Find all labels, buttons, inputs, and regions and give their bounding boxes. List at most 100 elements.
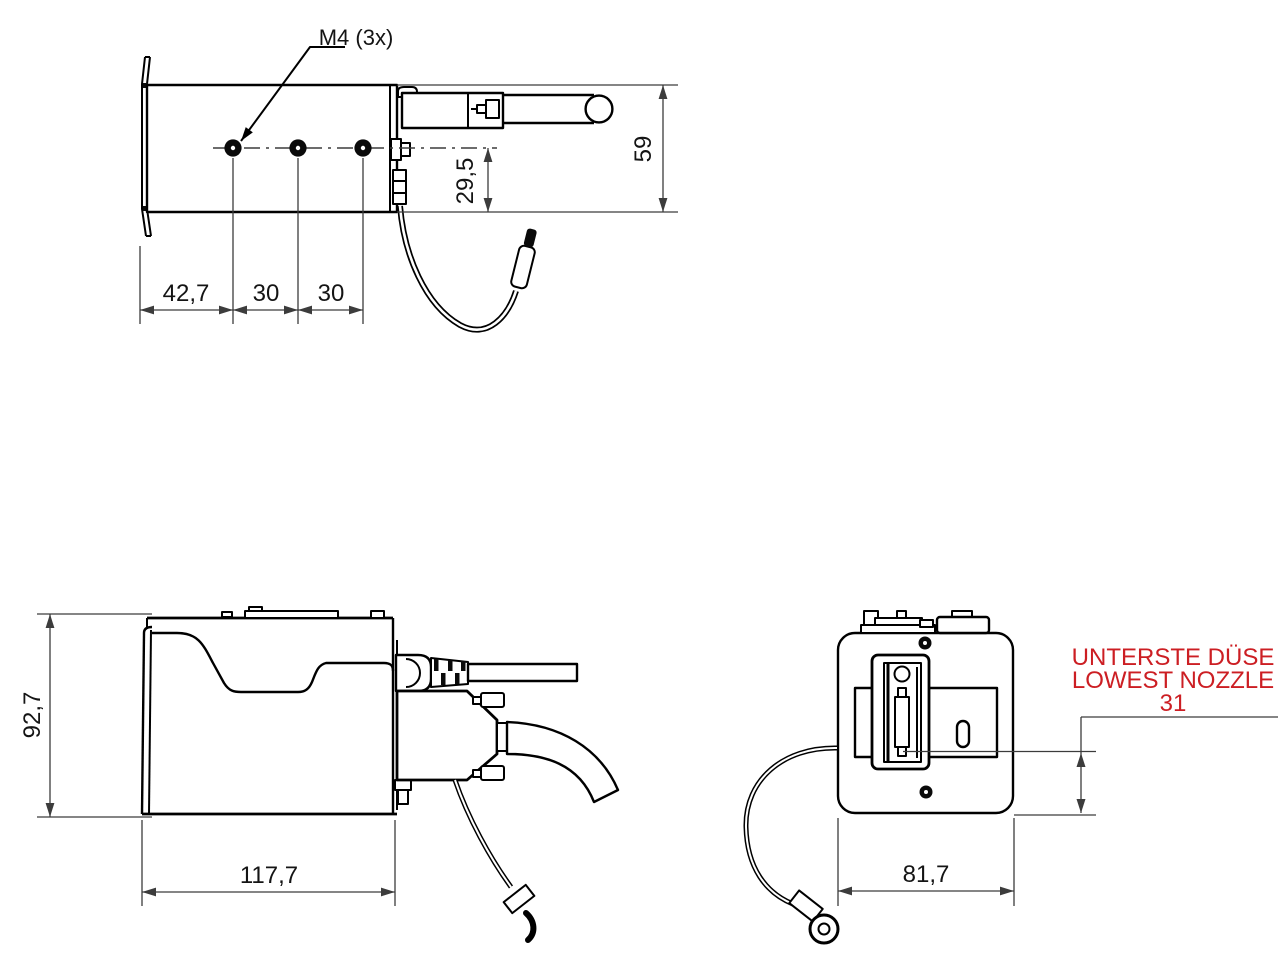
front-view-dimensions: 81,7 — [837, 818, 1015, 906]
screw-top — [918, 636, 932, 650]
thread-label: M4 (3x) — [319, 25, 394, 50]
hole-center — [360, 145, 366, 151]
dim-label-29-5: 29,5 — [452, 158, 479, 205]
ground-wire-core — [744, 746, 838, 905]
plug-sleeve — [510, 244, 536, 290]
side-view: 92,7 117,7 — [19, 606, 620, 943]
front-view-body — [836, 610, 1015, 815]
side-view-body — [140, 606, 412, 816]
dsub-mating-face — [496, 722, 508, 752]
cable-run-outer — [397, 205, 519, 333]
note-text-block: UNTERSTE DÜSE LOWEST NOZZLE 31 — [1072, 644, 1275, 717]
note-line-de: UNTERSTE DÜSE — [1072, 644, 1275, 671]
flange-outer-edge — [141, 56, 147, 237]
nozzle-slot — [894, 696, 910, 748]
side-view-dimensions: 92,7 117,7 — [19, 613, 396, 906]
top-view-horizontal-dimensions: 42,7 30 30 — [139, 158, 364, 324]
side-slot-oval — [955, 719, 971, 749]
arrow-down — [1076, 799, 1086, 813]
screw-center — [923, 641, 927, 645]
rib — [448, 660, 453, 671]
plug-key-stem — [476, 104, 487, 114]
lid-tab — [370, 610, 385, 619]
front-view-ground-cable — [743, 745, 840, 945]
flange-end-caps — [145, 56, 151, 237]
signal-cable — [466, 662, 579, 683]
top-thin-bar — [874, 617, 923, 626]
hole-center — [230, 145, 236, 151]
rib — [434, 659, 439, 671]
dim-label-81-7: 81,7 — [903, 861, 950, 888]
gland-corrugation-ribs — [434, 659, 466, 685]
crimp-sleeve — [502, 883, 536, 915]
top-view-vertical-dimensions: 59 29,5 — [397, 84, 678, 213]
ground-wire-outer — [743, 745, 838, 907]
flange-corner-weld-top — [143, 83, 148, 88]
note-value-31: 31 — [1160, 690, 1187, 717]
dim-label-42-7: 42,7 — [163, 280, 210, 307]
dim-label-30b: 30 — [318, 280, 345, 307]
plug-key-body — [485, 99, 500, 119]
bottom-bolt-shaft — [397, 789, 409, 805]
side-view-dsub-connector — [395, 689, 620, 804]
ring-terminal-hole — [817, 922, 831, 936]
screw-bottom — [919, 785, 933, 799]
front-view: UNTERSTE DÜSE LOWEST NOZZLE 31 81,7 — [743, 610, 1278, 945]
ground-wire-end — [523, 910, 537, 943]
thick-cable-bend — [505, 720, 620, 804]
hole-center — [295, 145, 301, 151]
top-main-bar — [860, 624, 936, 634]
cable-run-core — [398, 205, 518, 331]
note-line-en: LOWEST NOZZLE — [1072, 667, 1274, 694]
lid-strip — [244, 610, 339, 619]
rib — [455, 673, 460, 684]
nozzle-slot-top-tab — [897, 687, 907, 698]
top-view-nozzle-assembly — [390, 86, 614, 205]
hole-m4-1 — [224, 139, 242, 157]
edge-bolt-body — [390, 138, 402, 161]
flange-corner-weld-bottom — [143, 206, 148, 211]
cylinder-end-cap — [584, 94, 614, 124]
cover-wave-contour — [152, 631, 395, 694]
cable-plug — [510, 228, 537, 290]
ground-wire-crimp — [502, 883, 536, 915]
dim-label-117-7: 117,7 — [240, 862, 298, 889]
rib — [441, 673, 446, 685]
gland-boot-arc — [405, 658, 421, 688]
dim-label-59: 59 — [630, 136, 657, 163]
hole-m4-2 — [289, 139, 307, 157]
front-plate-outer — [140, 632, 146, 815]
thumbscrew-top-stem — [472, 696, 482, 705]
lid-fitting-small — [221, 611, 233, 618]
hole-m4-3 — [354, 139, 372, 157]
screw-center — [924, 790, 928, 794]
thumbscrew-top — [480, 692, 505, 708]
top-view-mounting-flange — [141, 56, 152, 237]
top-view-mounting-holes — [213, 139, 497, 157]
ground-wire-outer — [452, 779, 514, 889]
thumbscrew-bottom — [480, 765, 505, 781]
dim-label-30a: 30 — [253, 280, 280, 307]
dsub-shell — [395, 689, 499, 782]
front-view-nozzle-annotation: UNTERSTE DÜSE LOWEST NOZZLE 31 — [903, 644, 1278, 816]
cylinder-sides — [503, 93, 594, 125]
thumbscrew-bottom-stem — [472, 769, 482, 778]
top-right-module — [935, 615, 991, 635]
cable-clamp — [392, 169, 407, 205]
top-view-ground-cable — [397, 205, 537, 333]
top-view: M4 (3x) 42,7 30 30 59 29,5 — [139, 25, 678, 333]
top-step-block — [919, 619, 934, 628]
leader-line — [240, 46, 345, 142]
bottom-bolt-head — [394, 779, 412, 791]
dim-label-92-7: 92,7 — [19, 692, 46, 739]
side-view-cable-gland — [394, 653, 579, 693]
rib — [461, 661, 466, 671]
side-view-ground-cable — [452, 779, 537, 943]
edge-bolt-nut — [400, 142, 411, 157]
ground-wire-core — [454, 779, 512, 888]
arrow-up — [1076, 753, 1086, 767]
front-plate-inner — [148, 629, 152, 815]
lid-strip-bump — [248, 606, 263, 612]
